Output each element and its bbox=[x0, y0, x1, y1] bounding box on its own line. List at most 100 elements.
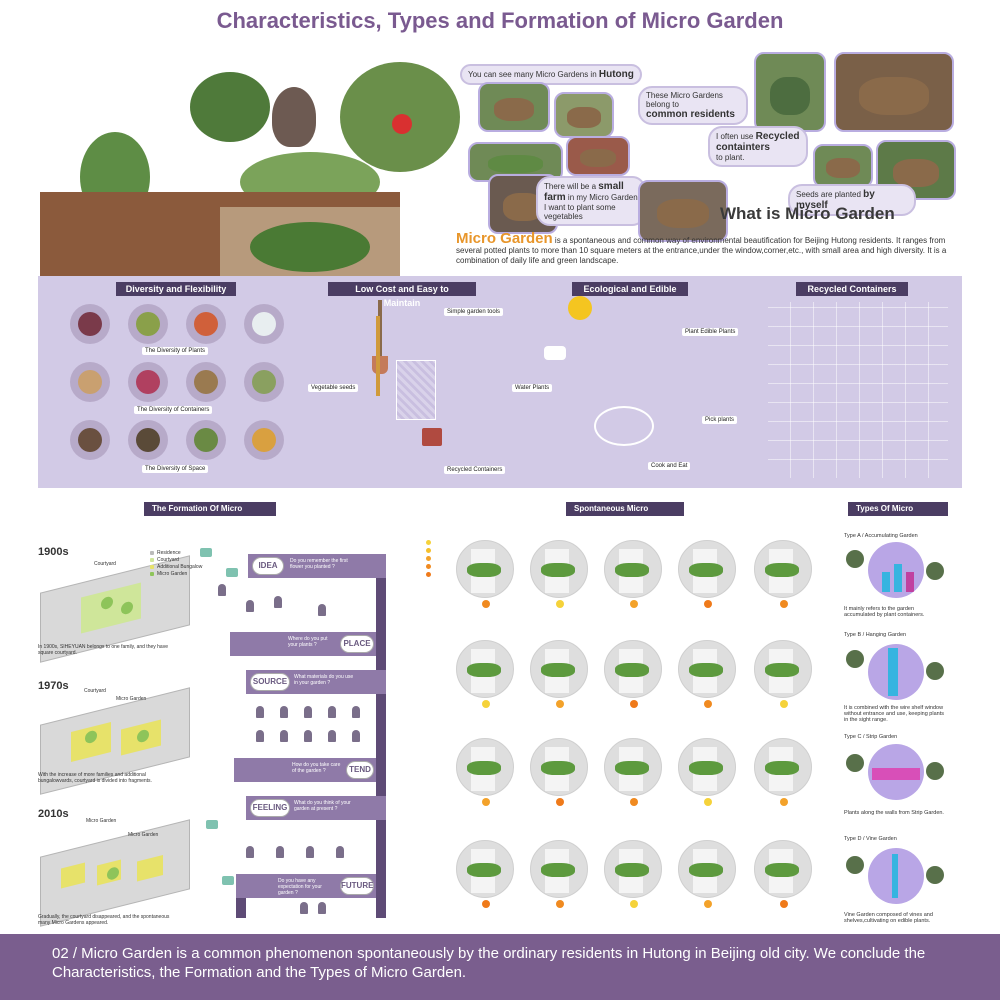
timeline-spine bbox=[376, 556, 386, 918]
garden-sphere bbox=[530, 738, 588, 796]
micro-garden-definition: Micro Garden is a spontaneous and common… bbox=[456, 231, 956, 266]
footer-caption: 02 / Micro Garden is a common phenomenon… bbox=[0, 934, 1000, 1000]
diversity-space-label: The Diversity of Space bbox=[142, 465, 209, 473]
door-photo bbox=[566, 136, 630, 176]
cooking-pot-icon bbox=[594, 406, 654, 446]
intensity-dot bbox=[630, 700, 638, 708]
recycled-containers-sketch bbox=[768, 302, 948, 478]
intensity-dot bbox=[482, 700, 490, 708]
person-icon bbox=[318, 902, 326, 914]
plant-circle-2 bbox=[128, 304, 168, 344]
intensity-dot bbox=[704, 798, 712, 806]
garden-sphere bbox=[530, 640, 588, 698]
type-d-photo bbox=[926, 866, 944, 884]
water-plants-label: Water Plants bbox=[512, 384, 553, 392]
red-pot-icon bbox=[422, 428, 442, 446]
red-lantern-icon bbox=[392, 114, 412, 134]
garden-sphere bbox=[754, 738, 812, 796]
type-a-photo bbox=[846, 550, 864, 568]
person-icon bbox=[256, 730, 264, 742]
era-1900s: 1900s bbox=[38, 546, 69, 558]
chat-icon bbox=[200, 548, 212, 557]
person-icon bbox=[276, 846, 284, 858]
intensity-dot bbox=[780, 798, 788, 806]
cook-eat-label: Cook and Eat bbox=[648, 462, 691, 470]
type-d-diagram bbox=[868, 848, 924, 904]
micro-garden-term: Micro Garden bbox=[456, 230, 553, 247]
ecological-heading: Ecological and Edible bbox=[572, 282, 688, 296]
person-icon bbox=[306, 846, 314, 858]
resident-photo-2 bbox=[876, 140, 956, 200]
rake-handle-icon bbox=[376, 316, 380, 396]
formation-heading: The Formation Of Micro Garden bbox=[144, 502, 276, 527]
plant-circle-4 bbox=[244, 304, 284, 344]
poster-title: Characteristics, Types and Formation of … bbox=[216, 8, 784, 33]
intensity-dot bbox=[482, 600, 490, 608]
garden-sphere bbox=[530, 840, 588, 898]
type-a-note: It mainly refers to the garden accumulat… bbox=[844, 606, 925, 618]
plant-circle-3 bbox=[186, 304, 226, 344]
garden-photo-collage bbox=[40, 42, 460, 278]
garden-sphere bbox=[604, 738, 662, 796]
type-c-diagram bbox=[868, 744, 924, 800]
era2-microgarden-label: Micro Garden bbox=[116, 696, 147, 702]
shop-photo bbox=[834, 52, 954, 132]
person-icon bbox=[246, 846, 254, 858]
resident-photo-1 bbox=[813, 144, 873, 188]
person-icon bbox=[274, 596, 282, 608]
intensity-dot bbox=[630, 900, 638, 908]
plant-circle-1 bbox=[70, 304, 110, 344]
person-icon bbox=[336, 846, 344, 858]
elder-photo bbox=[638, 180, 728, 242]
question-tend: How do you take care of the garden ? bbox=[292, 762, 341, 774]
garden-sphere bbox=[456, 738, 514, 796]
person-icon bbox=[328, 730, 336, 742]
quote-by-myself: Seeds are planted by myself bbox=[788, 184, 916, 216]
person-icon bbox=[256, 706, 264, 718]
container-circle-3 bbox=[186, 362, 226, 402]
type-b-note: It is combined with the wire shelf windo… bbox=[844, 705, 944, 723]
garden-sphere bbox=[678, 540, 736, 598]
type-c-photo bbox=[846, 754, 864, 772]
person-icon bbox=[352, 730, 360, 742]
person-icon bbox=[300, 902, 308, 914]
pill-place: PLACE bbox=[340, 635, 374, 653]
type-b-label: Type B / Hanging Garden bbox=[844, 632, 907, 638]
person-icon bbox=[304, 706, 312, 718]
person-icon bbox=[280, 730, 288, 742]
garden-sphere bbox=[754, 540, 812, 598]
space-circle-1 bbox=[70, 420, 110, 460]
type-c-note: Plants along the walls from Strip Garden… bbox=[844, 810, 944, 816]
pill-feeling: FEELING bbox=[250, 799, 290, 817]
type-b-diagram bbox=[868, 644, 924, 700]
garden-sphere bbox=[604, 540, 662, 598]
garden-sphere bbox=[754, 640, 812, 698]
type-c-label: Type C / Strip Garden bbox=[844, 734, 898, 740]
diversity-heading: Diversity and Flexibility bbox=[116, 282, 236, 296]
era2-courtyard-label: Courtyard bbox=[84, 688, 106, 694]
garden-sphere bbox=[604, 840, 662, 898]
space-circle-2 bbox=[128, 420, 168, 460]
era-1970s: 1970s bbox=[38, 680, 69, 692]
type-a-photo bbox=[926, 562, 944, 580]
pill-tend: TEND bbox=[346, 761, 374, 779]
types-heading: Types Of Micro Garden bbox=[848, 502, 948, 527]
person-icon bbox=[328, 706, 336, 718]
intensity-dot bbox=[482, 900, 490, 908]
pill-source: SOURCE bbox=[250, 673, 290, 691]
garden-sphere bbox=[456, 840, 514, 898]
intensity-dot bbox=[556, 900, 564, 908]
garden-sphere bbox=[678, 640, 736, 698]
container-circle-2 bbox=[128, 362, 168, 402]
iso-2010s bbox=[40, 819, 190, 927]
quote-hutong: You can see many Micro Gardens in Hutong bbox=[460, 64, 642, 85]
question-feeling: What do you think of your garden at pres… bbox=[294, 800, 351, 812]
seeds-label: Vegetable seeds bbox=[308, 384, 359, 392]
garden-sphere bbox=[678, 738, 736, 796]
person-icon bbox=[304, 730, 312, 742]
type-b-photo bbox=[926, 662, 944, 680]
tools-label: Simple garden tools bbox=[444, 308, 504, 316]
lowcost-heading: Low Cost and Easy to Maintain bbox=[328, 282, 476, 308]
garden-sphere bbox=[754, 840, 812, 898]
